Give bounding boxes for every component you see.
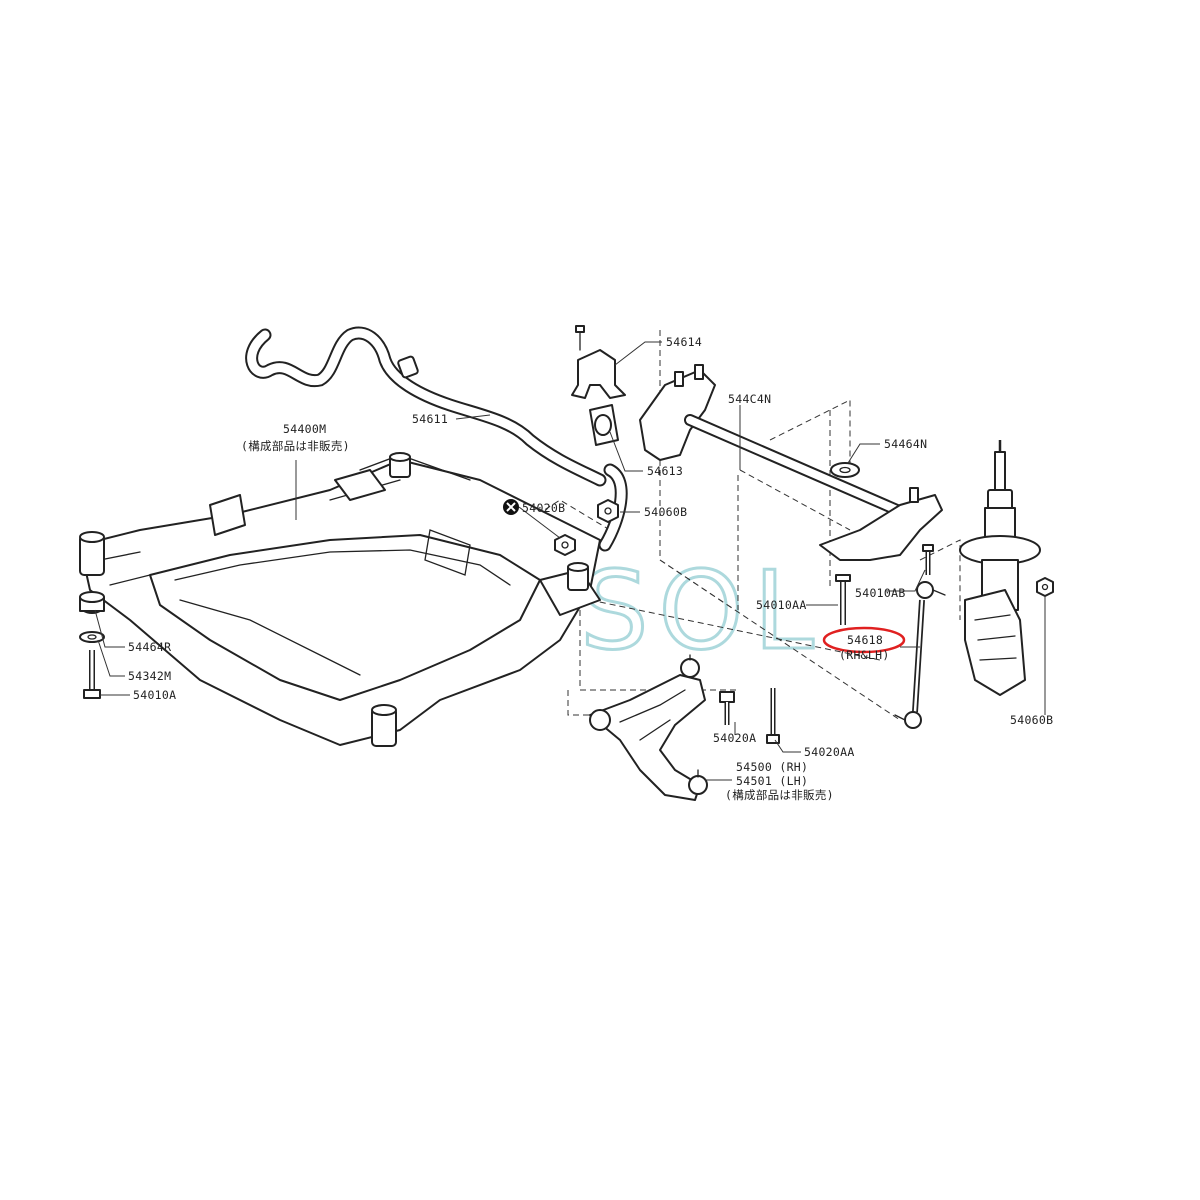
label-54342m: 54342M xyxy=(128,669,171,683)
bushing-54464r xyxy=(79,591,105,614)
label-54618: 54618 xyxy=(847,633,883,647)
label-54010ab: 54010AB xyxy=(855,586,906,600)
label-54020a: 54020A xyxy=(713,731,756,745)
bolt-54020aa xyxy=(766,688,780,744)
label-54400m-note: (構成部品は非販売) xyxy=(241,439,350,453)
label-54020b: 54020B xyxy=(522,501,565,515)
stabilizer-clamp-54614 xyxy=(571,325,626,399)
strut-assembly xyxy=(959,440,1041,696)
label-54501: 54501 (LH) xyxy=(736,774,808,788)
leader-lines xyxy=(94,341,1046,781)
bolt-54010aa xyxy=(835,574,851,625)
nut-54060b-right xyxy=(1036,577,1054,597)
stabilizer-bar-54611 xyxy=(245,326,628,552)
lower-arm-54500 xyxy=(589,654,708,801)
stabilizer-bushing-54613 xyxy=(589,404,619,446)
callout-labels: 54400M (構成部品は非販売) 54611 54614 544C4N 546… xyxy=(128,335,1053,802)
label-54618-note: (RH&LH) xyxy=(839,648,890,662)
label-54614: 54614 xyxy=(666,335,702,349)
stabilizer-link-54618 xyxy=(894,581,946,729)
label-54464r: 54464R xyxy=(128,640,171,654)
watermark-text: SOL xyxy=(580,549,824,674)
label-54060b-right: 54060B xyxy=(1010,713,1053,727)
nut-54020b xyxy=(554,534,576,556)
member-544c4n xyxy=(639,364,943,561)
bolt-54010ab xyxy=(922,544,934,575)
label-54611: 54611 xyxy=(412,412,448,426)
label-54613: 54613 xyxy=(647,464,683,478)
label-54060b-top: 54060B xyxy=(644,505,687,519)
label-544c4n: 544C4N xyxy=(728,392,771,406)
watermark: SOL xyxy=(398,548,824,676)
washer-54342m xyxy=(79,631,105,643)
subframe-54400m xyxy=(79,452,601,747)
label-54464n: 54464N xyxy=(884,437,927,451)
label-54010a: 54010A xyxy=(133,688,176,702)
label-54500: 54500 (RH) xyxy=(736,760,808,774)
nut-54060b-top xyxy=(597,499,619,523)
label-54010aa: 54010AA xyxy=(756,598,807,612)
washer-54464n xyxy=(830,462,860,478)
bolt-54010a xyxy=(83,650,101,699)
label-54500-note: (構成部品は非販売) xyxy=(725,788,834,802)
label-54020aa: 54020AA xyxy=(804,745,855,759)
highlight-ring xyxy=(822,626,906,654)
label-54400m: 54400M xyxy=(283,422,326,436)
bolt-54020a xyxy=(719,691,735,725)
x-marker-icon xyxy=(503,499,519,515)
